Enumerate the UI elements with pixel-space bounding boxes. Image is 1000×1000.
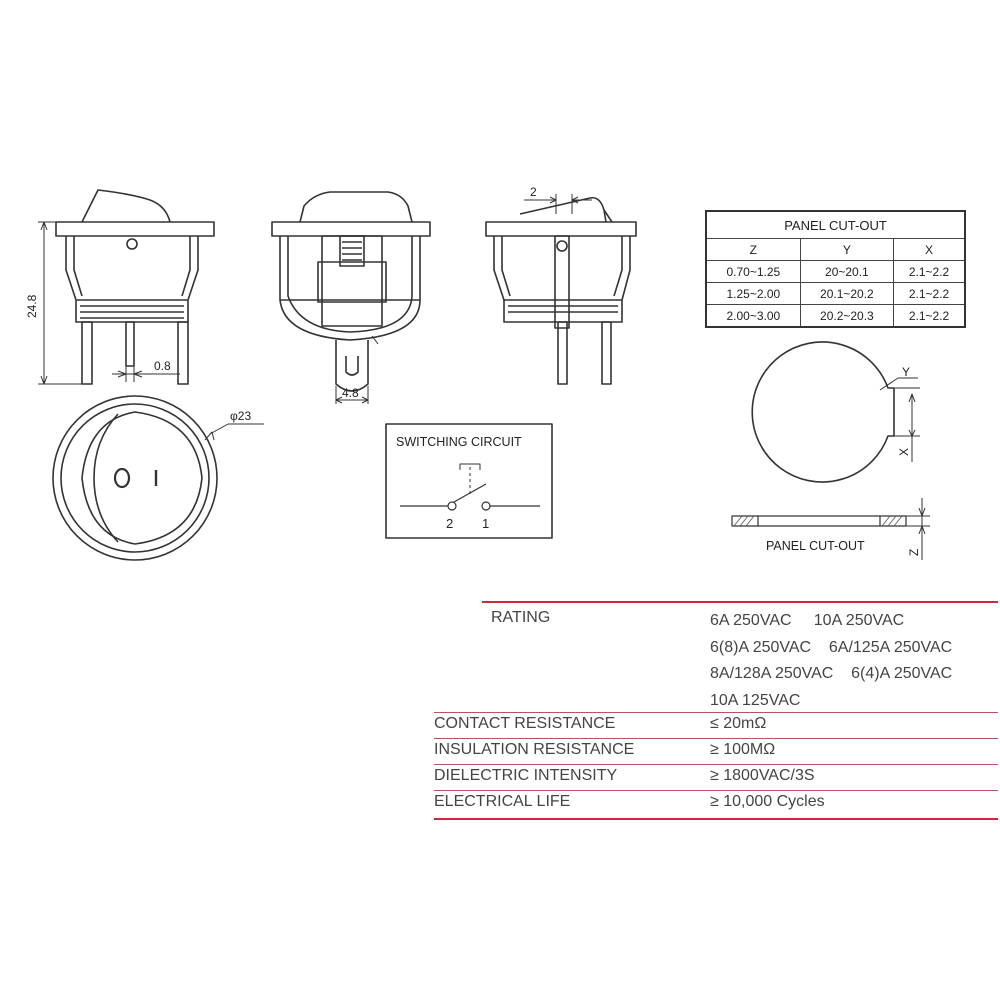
spec-row: DIELECTRIC INTENSITY ≥ 1800VAC/3S xyxy=(434,764,998,784)
table-cell: 1.25~2.00 xyxy=(705,282,801,305)
spec-label: ELECTRICAL LIFE xyxy=(434,793,571,810)
offset-label: 2 xyxy=(530,185,537,199)
section-hatch xyxy=(733,515,903,527)
terminal-2-label: 2 xyxy=(446,516,453,531)
cutout-z-label: Z xyxy=(907,549,921,556)
rating-value-line: 8A/128A 250VAC 6(4)A 250VAC xyxy=(710,665,953,682)
spec-value: ≤ 20mΩ xyxy=(710,715,767,732)
column-header-y: Y xyxy=(799,238,895,261)
cutout-y-label: Y xyxy=(902,365,910,379)
switching-circuit-title: SWITCHING CIRCUIT xyxy=(396,435,522,449)
spec-top-rule xyxy=(482,601,998,603)
spec-label: DIELECTRIC INTENSITY xyxy=(434,767,618,784)
table-row: 0.70~1.25 20~20.1 2.1~2.2 xyxy=(705,260,966,283)
table-cell: 0.70~1.25 xyxy=(705,260,801,283)
column-header-x: X xyxy=(893,238,966,261)
side-view-left xyxy=(38,189,215,385)
pin-thickness-label: 0.8 xyxy=(154,359,171,373)
panel-cutout-title: PANEL CUT-OUT xyxy=(705,210,966,239)
spec-bottom-rule xyxy=(434,818,998,820)
table-cell: 20~20.1 xyxy=(799,260,895,283)
panel-cutout-drawing xyxy=(751,341,920,483)
switching-circuit-box xyxy=(385,423,553,539)
rating-label: RATING xyxy=(491,609,551,626)
spec-label: INSULATION RESISTANCE xyxy=(434,741,635,758)
diameter-label: φ23 xyxy=(230,409,251,423)
table-cell: 2.1~2.2 xyxy=(893,260,966,283)
table-row: 1.25~2.00 20.1~20.2 2.1~2.2 xyxy=(705,282,966,305)
terminal-width-label: 4.8 xyxy=(342,386,359,400)
height-dimension-label: 24.8 xyxy=(25,294,39,318)
table-row: 2.00~3.00 20.2~20.3 2.1~2.2 xyxy=(705,304,966,328)
table-cell: 20.2~20.3 xyxy=(799,304,895,328)
front-view xyxy=(271,191,431,404)
rating-value-line: 6A 250VAC 10A 250VAC xyxy=(710,612,905,629)
spec-value: ≥ 10,000 Cycles xyxy=(710,793,825,810)
off-symbol xyxy=(113,467,131,489)
rating-values: 6A 250VAC 10A 250VAC 6(8)A 250VAC 6A/125… xyxy=(710,608,952,714)
side-view-right xyxy=(485,194,637,385)
panel-cutout-table: PANEL CUT-OUT Z Y X 0.70~1.25 20~20.1 2.… xyxy=(705,210,966,328)
spec-row: INSULATION RESISTANCE ≥ 100MΩ xyxy=(434,738,998,758)
table-cell: 2.1~2.2 xyxy=(893,304,966,328)
rating-value-line: 6(8)A 250VAC 6A/125A 250VAC xyxy=(710,638,953,656)
table-cell: 2.1~2.2 xyxy=(893,282,966,305)
cutout-x-label: X xyxy=(897,448,911,456)
spec-value: ≥ 100MΩ xyxy=(710,741,776,758)
panel-cutout-caption: PANEL CUT-OUT xyxy=(766,539,865,553)
spec-row: ELECTRICAL LIFE ≥ 10,000 Cycles xyxy=(434,790,998,810)
panel-cross-section xyxy=(731,498,930,560)
spec-value: ≥ 1800VAC/3S xyxy=(710,767,815,784)
top-view xyxy=(52,395,264,561)
table-cell: 2.00~3.00 xyxy=(705,304,801,328)
spec-row: CONTACT RESISTANCE ≤ 20mΩ xyxy=(434,712,998,732)
terminal-1-label: 1 xyxy=(482,516,489,531)
spec-label: CONTACT RESISTANCE xyxy=(434,715,616,732)
table-cell: 20.1~20.2 xyxy=(799,282,895,305)
column-header-z: Z xyxy=(705,238,801,261)
rating-value-line: 10A 125VAC xyxy=(710,691,801,709)
